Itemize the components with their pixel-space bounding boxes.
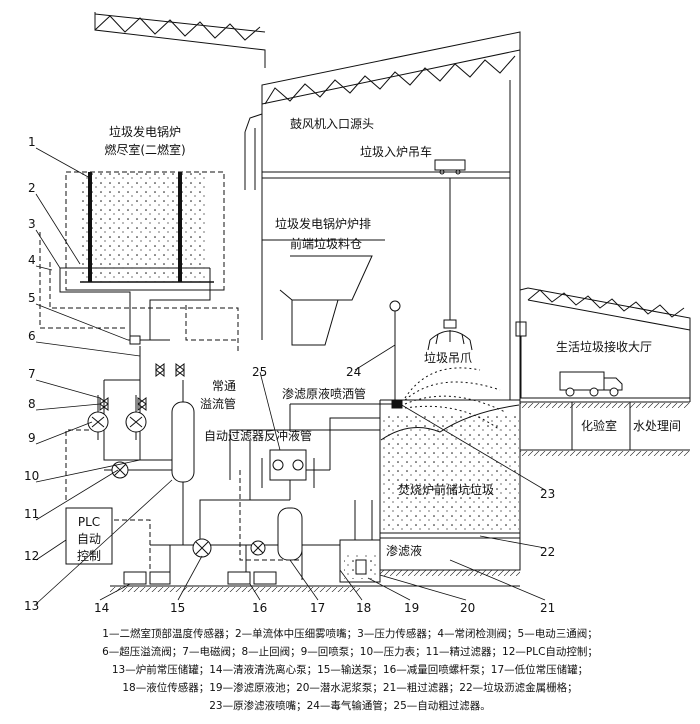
valves bbox=[99, 363, 185, 411]
backflush-label: 自动过滤器反冲液管 bbox=[204, 428, 312, 443]
water-treatment-label: 水处理间 bbox=[633, 419, 681, 433]
overflow-label-line1: 常通 bbox=[212, 379, 236, 393]
garbage-claw bbox=[427, 319, 473, 351]
callout-8: 8 bbox=[28, 397, 36, 411]
plc-label-line2: 自动 bbox=[77, 532, 101, 546]
spray-pipe-label: 渗滤原液喷洒管 bbox=[282, 386, 366, 401]
callout-25: 25 bbox=[252, 365, 267, 379]
legend-line-3: 13—炉前常压储罐；14—清液清洗离心泵；15—输送泵；16—减量回喷螺杆泵；1… bbox=[111, 664, 589, 676]
silo-label-line2: 前端垃圾料仓 bbox=[290, 236, 362, 251]
legend-line-1: 1—二燃室顶部温度传感器；2—单流体中压细雾喷嘴；3—压力传感器；4—常闭检测阀… bbox=[102, 628, 598, 640]
leachate-label: 渗滤液 bbox=[386, 543, 422, 558]
burnout-chamber bbox=[65, 171, 225, 291]
callout-4: 4 bbox=[28, 253, 36, 267]
callout-1: 1 bbox=[28, 135, 36, 149]
legend-line-4: 18—液位传感器；19—渗滤原液池；20—潜水泥浆泵；21—粗过滤器；22—垃圾… bbox=[122, 682, 578, 694]
callout-24: 24 bbox=[346, 365, 361, 379]
callout-lines bbox=[35, 147, 546, 605]
callout-22: 22 bbox=[540, 545, 555, 559]
callout-19: 19 bbox=[404, 601, 419, 615]
ground-pumps bbox=[123, 571, 277, 585]
callout-9: 9 bbox=[28, 431, 36, 445]
dashed-signal-lines bbox=[39, 232, 300, 580]
blower-label: 鼓风机入口源头 bbox=[290, 117, 374, 131]
callout-21: 21 bbox=[540, 601, 555, 615]
diagram-labels: 垃圾发电锅炉 燃尽室(二燃室) 鼓风机入口源头 垃圾入炉吊车 垃圾发电锅炉炉排 … bbox=[77, 117, 681, 563]
callout-11: 11 bbox=[24, 507, 39, 521]
inline-filter bbox=[250, 540, 266, 556]
boiler-title-line1: 垃圾发电锅炉 bbox=[109, 124, 181, 139]
crane-beam bbox=[262, 159, 510, 320]
auto-coarse-filter-group bbox=[261, 449, 315, 488]
legend-line-2: 6—超压溢流阀；7—电磁阀；8—止回阀；9—回喷泵；10—压力表；11—精过滤器… bbox=[102, 646, 598, 658]
boiler-roof-truss bbox=[94, 12, 266, 68]
plc-label-line3: 控制 bbox=[77, 549, 101, 563]
backspray-pumps bbox=[87, 411, 147, 433]
transfer-pump bbox=[192, 538, 212, 558]
overflow-label-line2: 溢流管 bbox=[200, 396, 236, 411]
low-level-tank bbox=[277, 507, 303, 561]
garbage-truck bbox=[559, 371, 623, 397]
crane-label: 垃圾入炉吊车 bbox=[360, 144, 432, 159]
ground-line bbox=[110, 585, 520, 592]
claw-label: 垃圾吊爪 bbox=[424, 350, 472, 365]
callout-18: 18 bbox=[356, 601, 371, 615]
callout-numbers: 1 2 3 4 5 6 7 8 9 10 11 12 13 14 15 16 1… bbox=[24, 135, 555, 615]
storage-pit bbox=[379, 399, 521, 576]
callout-14: 14 bbox=[94, 601, 109, 615]
main-building-walls bbox=[261, 80, 521, 560]
callout-5: 5 bbox=[28, 291, 36, 305]
callout-12: 12 bbox=[24, 549, 39, 563]
hall-label: 生活垃圾接收大厅 bbox=[556, 339, 652, 354]
callout-2: 2 bbox=[28, 181, 36, 195]
boiler-title-line2: 燃尽室(二燃室) bbox=[104, 142, 185, 157]
blower-duct bbox=[244, 113, 263, 190]
leachate-pool bbox=[339, 539, 381, 583]
callout-20: 20 bbox=[460, 601, 475, 615]
callout-3: 3 bbox=[28, 217, 36, 231]
callout-13: 13 bbox=[24, 599, 39, 613]
silo-label-line1: 垃圾发电锅炉炉排 bbox=[275, 216, 371, 231]
callout-7: 7 bbox=[28, 367, 36, 381]
lab-label: 化验室 bbox=[581, 418, 617, 433]
callout-6: 6 bbox=[28, 329, 36, 343]
callout-16: 16 bbox=[252, 601, 267, 615]
callout-23: 23 bbox=[540, 487, 555, 501]
plc-box bbox=[65, 507, 113, 565]
legend-line-5: 23—原渗滤液喷嘴；24—毒气输通管；25—自动粗过滤器。 bbox=[209, 700, 491, 712]
furnace-tank bbox=[171, 380, 195, 545]
receiving-hall bbox=[515, 287, 691, 456]
waste-silo-hopper bbox=[262, 239, 385, 346]
pit-label: 焚烧炉前储坑垃圾 bbox=[398, 482, 494, 497]
spray-nozzle bbox=[389, 300, 506, 431]
fine-filter bbox=[104, 461, 172, 479]
plc-label-line1: PLC bbox=[78, 515, 100, 529]
main-roof-truss bbox=[261, 31, 521, 112]
callout-10: 10 bbox=[24, 469, 39, 483]
callout-15: 15 bbox=[170, 601, 185, 615]
callout-17: 17 bbox=[310, 601, 325, 615]
